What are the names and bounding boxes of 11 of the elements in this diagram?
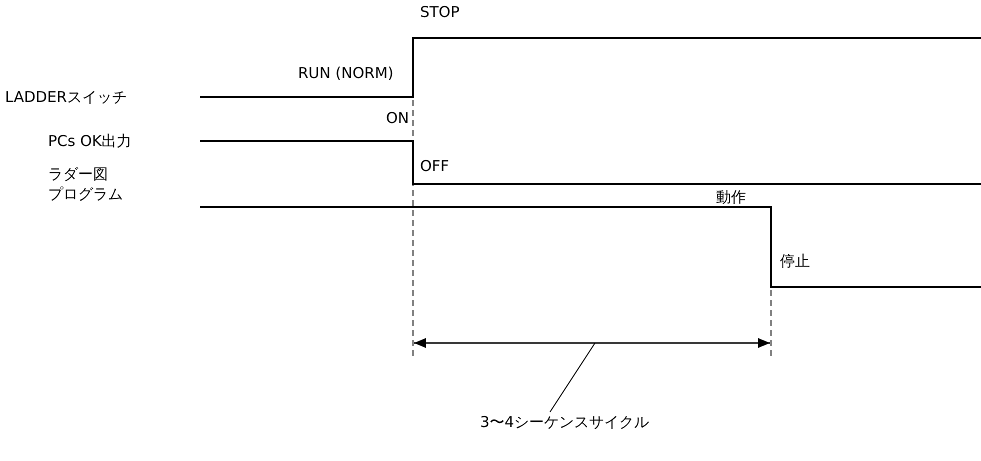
signal-name: PCs OK出力 (48, 131, 132, 151)
annotation-text: 3〜4シーケンスサイクル (480, 412, 650, 432)
signal-state-label: 動作 (716, 187, 746, 207)
leader-line (550, 342, 596, 412)
signal-state-label: 停止 (780, 251, 810, 271)
signal-state-label: RUN (NORM) (298, 63, 394, 83)
signal-state-label: STOP (420, 2, 460, 22)
signal-state-label: ON (386, 108, 410, 128)
dimension-line (414, 338, 770, 348)
signal-state-label: OFF (420, 156, 450, 176)
signal-name: LADDERスイッチ (5, 87, 127, 107)
